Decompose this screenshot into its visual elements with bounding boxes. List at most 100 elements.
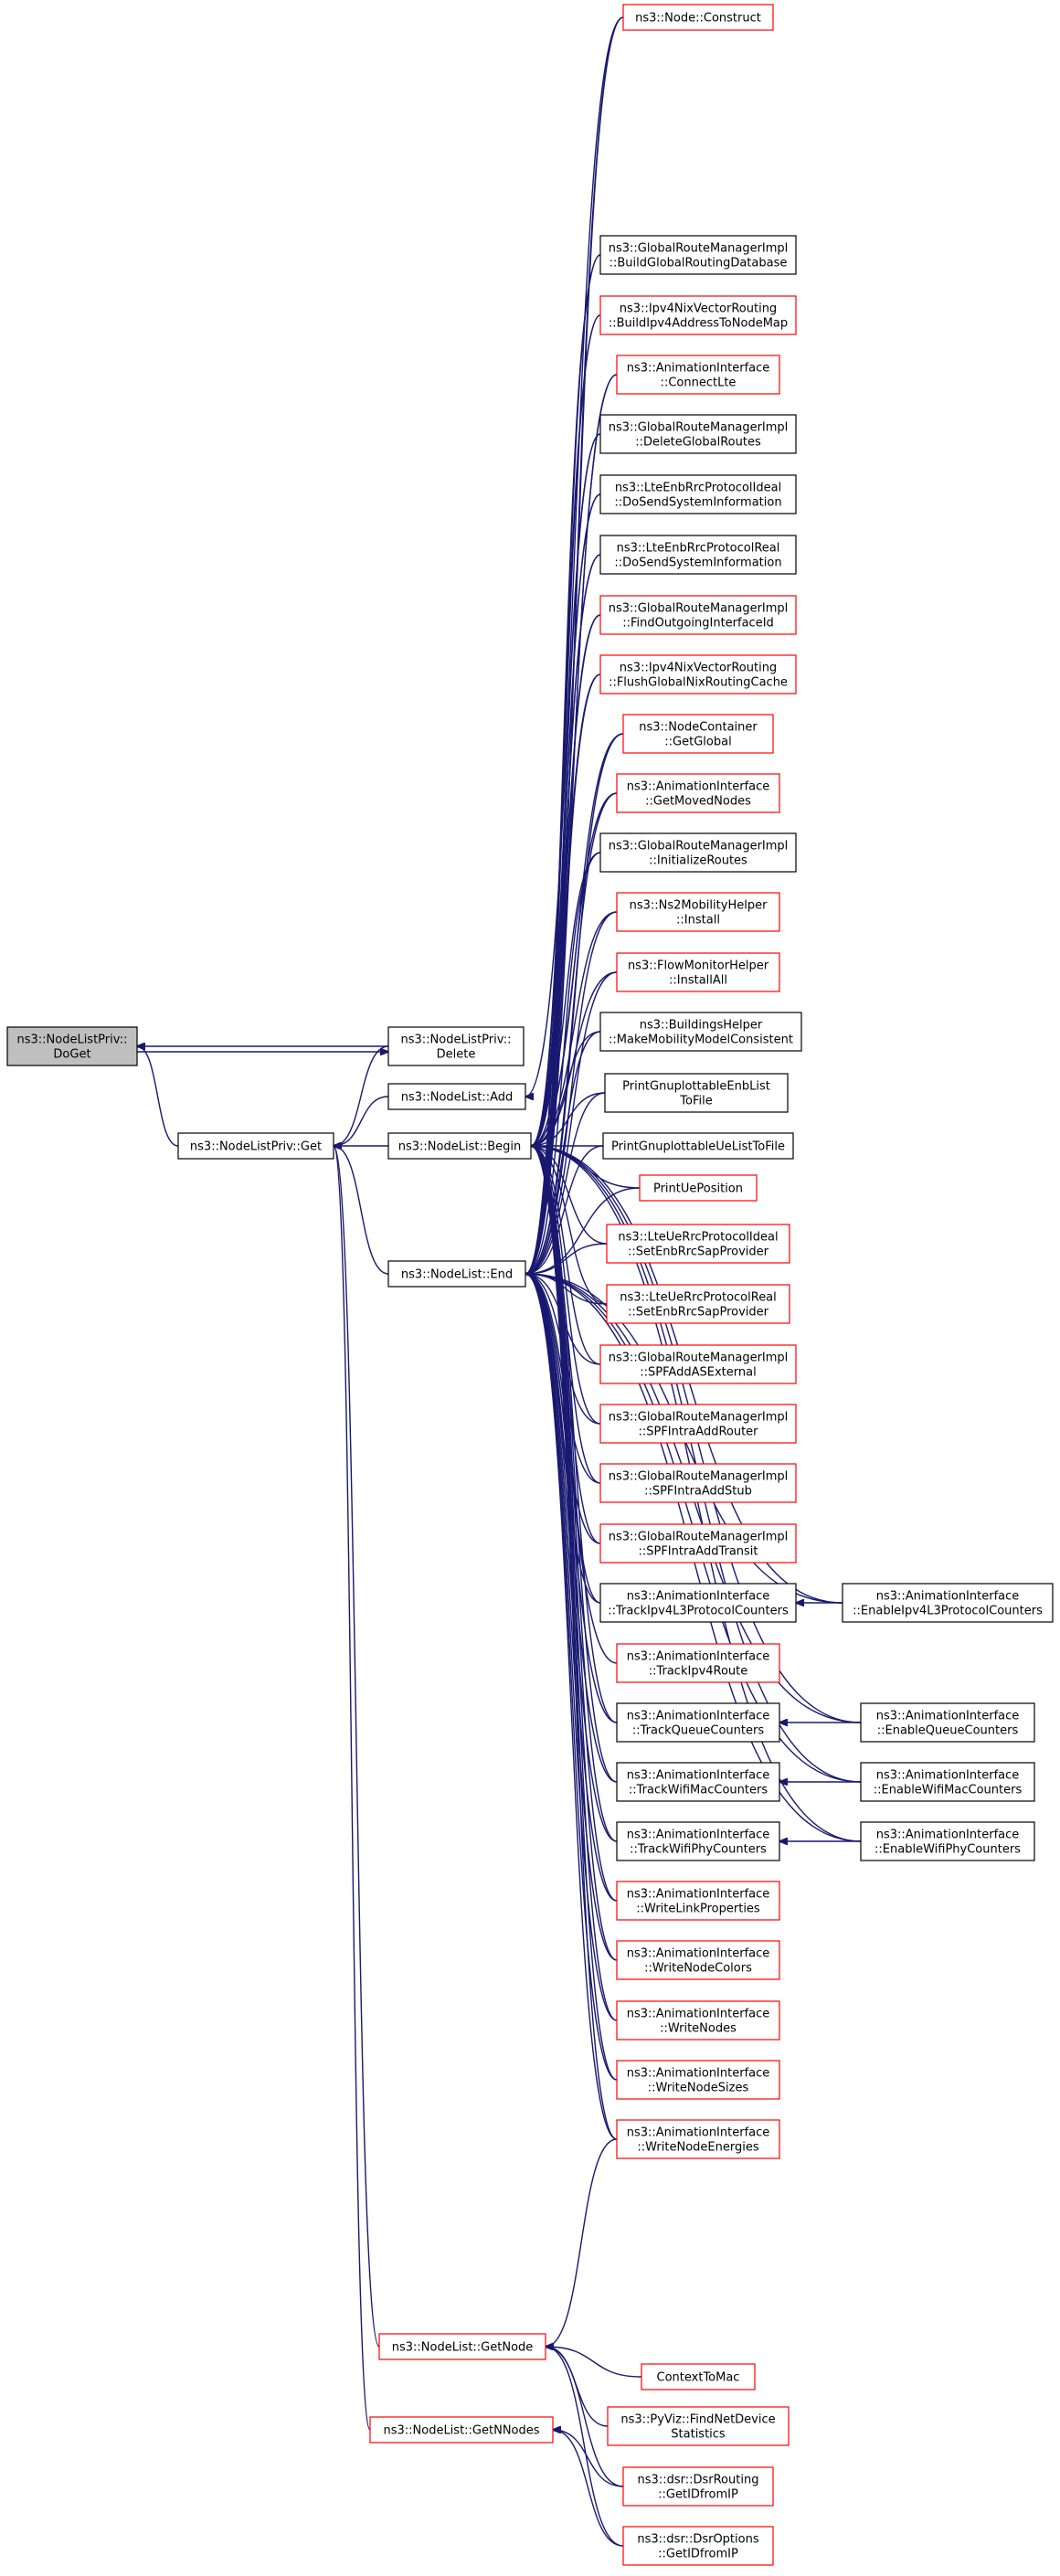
node-box[interactable] [387,1083,526,1110]
node-box[interactable] [616,1762,780,1802]
node-box[interactable] [599,654,797,694]
node-enb-real[interactable]: ns3::LteEnbRrcProtocolReal::DoSendSystem… [599,535,797,575]
node-grm-delete[interactable]: ns3::GlobalRouteManagerImpl::DeleteGloba… [599,414,797,454]
node-box[interactable] [378,2333,546,2360]
node-ns2-install[interactable]: ns3::Ns2MobilityHelper::Install [616,892,780,932]
node-grm-findout[interactable]: ns3::GlobalRouteManagerImpl::FindOutgoin… [599,595,797,635]
node-box[interactable] [387,1026,525,1066]
node-grm-build[interactable]: ns3::GlobalRouteManagerImpl::BuildGlobal… [599,235,797,275]
node-box[interactable] [604,1073,789,1113]
node-grm-router[interactable]: ns3::GlobalRouteManagerImpl::SPFIntraAdd… [599,1404,797,1444]
node-ai-connectlte[interactable]: ns3::AnimationInterface::ConnectLte [616,355,780,395]
node-ai-trackroute[interactable]: ns3::AnimationInterface::TrackIpv4Route [616,1643,780,1683]
node-dsr-routing[interactable]: ns3::dsr::DsrRouting::GetIDfromIP [622,2466,774,2507]
node-box[interactable] [387,1260,526,1288]
node-box[interactable] [616,1881,780,1921]
node-box[interactable] [622,714,774,754]
node-priv-delete[interactable]: ns3::NodeListPriv::Delete [387,1026,525,1066]
node-nc-getglobal[interactable]: ns3::NodeContainer::GetGlobal [622,714,774,754]
node-nix-flush[interactable]: ns3::Ipv4NixVectorRouting::FlushGlobalNi… [599,654,797,694]
node-ai-writelink[interactable]: ns3::AnimationInterface::WriteLinkProper… [616,1881,780,1921]
node-box[interactable] [616,2060,780,2100]
node-box[interactable] [616,773,780,813]
node-dsr-options[interactable]: ns3::dsr::DsrOptions::GetIDfromIP [622,2526,774,2566]
node-root[interactable]: ns3::NodeListPriv::DoGet [6,1026,138,1066]
node-nix-build[interactable]: ns3::Ipv4NixVectorRouting::BuildIpv4Addr… [599,295,797,335]
node-box[interactable] [599,295,797,335]
node-box[interactable] [622,2526,774,2566]
node-ai-writenodes[interactable]: ns3::AnimationInterface::WriteNodes [616,2000,780,2041]
node-nl-begin[interactable]: ns3::NodeList::Begin [387,1132,532,1160]
node-grm-transit[interactable]: ns3::GlobalRouteManagerImpl::SPFIntraAdd… [599,1523,797,1564]
node-ai-trackqueue[interactable]: ns3::AnimationInterface::TrackQueueCount… [616,1702,780,1743]
node-ai-enableipv4l3[interactable]: ns3::AnimationInterface::EnableIpv4L3Pro… [842,1583,1054,1623]
node-box[interactable] [622,2466,774,2507]
node-box[interactable] [599,1404,797,1444]
node-ai-enablewifiphy[interactable]: ns3::AnimationInterface::EnableWifiPhyCo… [860,1821,1035,1861]
node-box[interactable] [616,1821,780,1861]
node-box[interactable] [622,4,774,31]
node-box[interactable] [641,2363,756,2390]
node-enb-ideal[interactable]: ns3::LteEnbRrcProtocolIdeal::DoSendSyste… [599,474,797,514]
node-grm-init[interactable]: ns3::GlobalRouteManagerImpl::InitializeR… [599,832,797,873]
node-ai-trackwifiphy[interactable]: ns3::AnimationInterface::TrackWifiPhyCou… [616,1821,780,1861]
node-box[interactable] [616,2000,780,2041]
node-ue-ideal[interactable]: ns3::LteUeRrcProtocolIdeal::SetEnbRrcSap… [606,1224,790,1264]
node-bh-make[interactable]: ns3::BuildingsHelper::MakeMobilityModelC… [599,1012,802,1052]
node-box[interactable] [599,1583,797,1623]
node-box[interactable] [599,1523,797,1564]
node-box[interactable] [860,1762,1035,1802]
node-box[interactable] [616,1702,780,1743]
node-box[interactable] [616,355,780,395]
node-box[interactable] [599,1344,797,1384]
node-ai-enablequeue[interactable]: ns3::AnimationInterface::EnableQueueCoun… [860,1702,1035,1743]
node-nl-end[interactable]: ns3::NodeList::End [387,1260,526,1288]
node-box[interactable] [599,535,797,575]
node-box[interactable] [599,595,797,635]
node-nl-getnnodes[interactable]: ns3::NodeList::GetNNodes [369,2416,554,2443]
node-box[interactable] [387,1132,532,1160]
node-nl-getnode[interactable]: ns3::NodeList::GetNode [378,2333,546,2360]
node-box[interactable] [602,1132,794,1160]
node-print-uepos[interactable]: PrintUePosition [639,1174,758,1202]
node-box[interactable] [599,235,797,275]
node-fm-installall[interactable]: ns3::FlowMonitorHelper::InstallAll [616,952,780,992]
node-box[interactable] [599,832,797,873]
node-box[interactable] [616,1643,780,1683]
node-ue-real[interactable]: ns3::LteUeRrcProtocolReal::SetEnbRrcSapP… [606,1284,790,1324]
node-box[interactable] [177,1132,334,1160]
node-box[interactable] [599,1012,802,1052]
node-ai-getmoved[interactable]: ns3::AnimationInterface::GetMovedNodes [616,773,780,813]
node-box[interactable] [616,892,780,932]
node-pg-uelist[interactable]: PrintGnuplottableUeListToFile [602,1132,794,1160]
node-ai-trackwifimac[interactable]: ns3::AnimationInterface::TrackWifiMacCou… [616,1762,780,1802]
node-ai-trackipv4l3[interactable]: ns3::AnimationInterface::TrackIpv4L3Prot… [599,1583,797,1623]
node-box[interactable] [607,2406,790,2446]
node-box[interactable] [860,1821,1035,1861]
node-grm-spfase[interactable]: ns3::GlobalRouteManagerImpl::SPFAddASExt… [599,1344,797,1384]
node-box[interactable] [606,1224,790,1264]
node-ai-enablewifimac[interactable]: ns3::AnimationInterface::EnableWifiMacCo… [860,1762,1035,1802]
node-ai-writeenergies[interactable]: ns3::AnimationInterface::WriteNodeEnergi… [616,2119,780,2159]
node-ai-writesizes[interactable]: ns3::AnimationInterface::WriteNodeSizes [616,2060,780,2100]
node-grm-stub[interactable]: ns3::GlobalRouteManagerImpl::SPFIntraAdd… [599,1463,797,1503]
node-priv-get[interactable]: ns3::NodeListPriv::Get [177,1132,334,1160]
node-box[interactable] [842,1583,1054,1623]
node-box[interactable] [6,1026,138,1066]
node-context-tomac[interactable]: ContextToMac [641,2363,756,2390]
node-ai-writecolors[interactable]: ns3::AnimationInterface::WriteNodeColors [616,1940,780,1980]
node-node-construct[interactable]: ns3::Node::Construct [622,4,774,31]
node-box[interactable] [599,1463,797,1503]
node-box[interactable] [599,414,797,454]
node-box[interactable] [616,952,780,992]
node-box[interactable] [616,2119,780,2159]
node-box[interactable] [369,2416,554,2443]
node-nl-add[interactable]: ns3::NodeList::Add [387,1083,526,1110]
node-box[interactable] [599,474,797,514]
node-box[interactable] [639,1174,758,1202]
node-box[interactable] [606,1284,790,1324]
node-box[interactable] [616,1940,780,1980]
node-box[interactable] [860,1702,1035,1743]
